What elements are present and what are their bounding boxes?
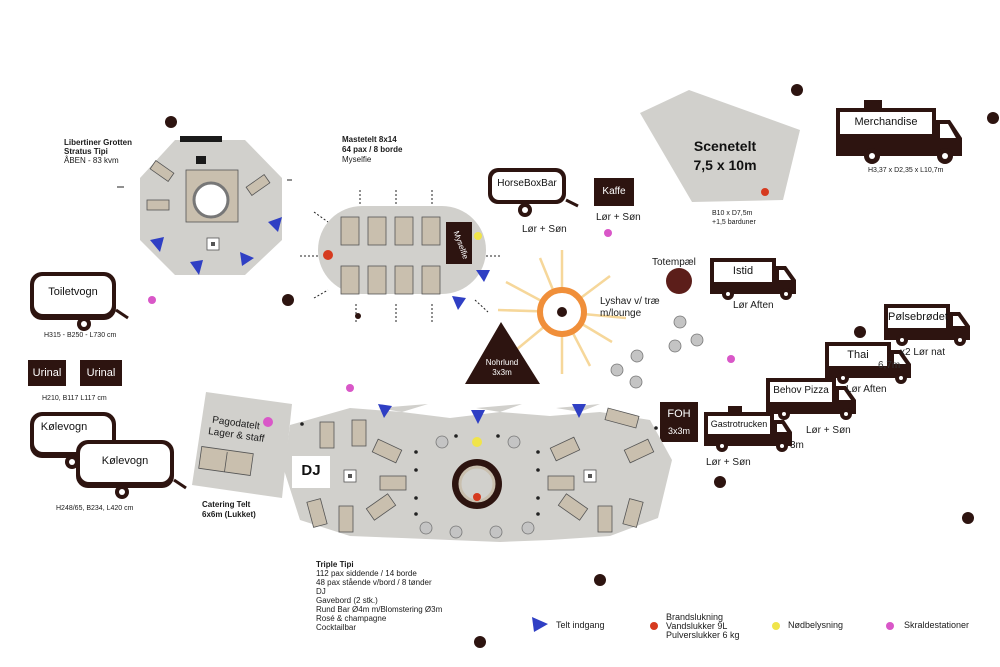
toiletvogn-trailer xyxy=(30,272,129,331)
nohrlund-triangle xyxy=(465,322,540,384)
scenetelt-shape xyxy=(640,90,800,202)
foh-box xyxy=(660,402,698,442)
istid-days: Lør Aften xyxy=(733,300,774,311)
kolevogn-trailer-2 xyxy=(76,440,187,499)
triple-tipi-line: Rund Bar Ø4m m/Blomstering Ø3m xyxy=(316,605,443,614)
thai-days: Lør Aften xyxy=(846,384,887,395)
mastetelt-title: Mastetelt 8x14 xyxy=(342,135,397,144)
nohrlund-label-2: 3x3m xyxy=(492,368,512,377)
legend-extinguisher-label-2: Vandslukker 9L xyxy=(666,621,728,631)
kaffe-label: Kaffe xyxy=(602,186,626,197)
istid-truck xyxy=(710,258,796,300)
urinal-label-1: Urinal xyxy=(32,367,62,379)
gastrotrucken-label: Gastrotrucken xyxy=(710,419,768,429)
triple-tipi-line: Gavebord (2 stk.) xyxy=(316,596,378,605)
scenetelt-size: 7,5 x 10m xyxy=(693,157,757,173)
kolevogn-label-1: Kølevogn xyxy=(40,421,88,433)
toiletvogn-label: Toiletvogn xyxy=(48,286,98,298)
merchandise-label: Merchandise xyxy=(854,116,918,128)
thai-label: Thai xyxy=(847,349,869,361)
horseboxbar-trailer xyxy=(488,168,579,217)
lyshav-label-2: m/lounge xyxy=(600,308,642,319)
legend-entrance-label: Telt indgang xyxy=(556,620,605,630)
libertiner-subtitle: ÅBEN - 83 kvm xyxy=(64,156,119,165)
foh-label-1: FOH xyxy=(667,408,691,420)
thai-dim: 6,7m xyxy=(878,360,901,371)
scenetelt-dim-2: +1,5 barduner xyxy=(712,219,756,226)
kaffe-box xyxy=(594,178,634,206)
urinal-dim: H210, B117 L117 cm xyxy=(42,395,107,402)
scenetelt-title: Scenetelt xyxy=(693,138,757,154)
merchandise-dim: H3,37 x D2,35 x L10,7m xyxy=(868,167,944,174)
polsebrodet-days: x2 Lør nat xyxy=(900,347,946,358)
merchandise-truck xyxy=(836,100,962,164)
legend-extinguisher-label-3: Pulverslukker 6 kg xyxy=(666,630,740,640)
gastrotrucken-dim: 3m xyxy=(790,440,804,451)
totempael-circle xyxy=(666,268,692,294)
nohrlund-label-1: Nohrlund xyxy=(485,358,519,367)
polsebrodet-label: Pølsebrødet xyxy=(888,311,948,323)
thai-truck xyxy=(825,342,911,384)
legend-waste-label: Skraldestationer xyxy=(904,620,970,630)
toiletvogn-dim: H315 - B250 - L730 cm xyxy=(44,332,117,339)
lyshav-label-1: Lyshav v/ træ xyxy=(600,296,660,307)
legend-extinguisher-icon xyxy=(650,622,658,630)
totempael-label: Totempæl xyxy=(652,257,696,268)
urinal-box-2 xyxy=(80,360,122,386)
triple-tipi-line: Cocktailbar xyxy=(316,623,357,632)
mastetelt-subtitle-1: 64 pax / 8 borde xyxy=(342,145,403,154)
horsebox-label: HorseBoxBar xyxy=(497,178,557,189)
libertiner-title-2: Stratus Tipi xyxy=(64,147,108,156)
gastrotrucken-truck xyxy=(704,406,792,452)
legend-emergency-light-icon xyxy=(772,622,780,630)
triple-tipi-line: 112 pax siddende / 14 borde xyxy=(316,569,417,578)
triple-tipi-description: Triple Tipi 112 pax siddende / 14 borde … xyxy=(316,560,442,632)
triple-tipi-line: Rosé & champagne xyxy=(316,614,387,623)
foh-label-2: 3x3m xyxy=(667,426,690,436)
mastetelt xyxy=(300,190,500,322)
urinal-box-1 xyxy=(28,360,66,386)
behov-pizza-label: Behov Pizza xyxy=(773,385,829,396)
kolevogn-dim: H248/65, B234, L420 cm xyxy=(56,505,134,512)
kolevogn-label-2: Kølevogn xyxy=(101,455,149,467)
triple-tipi xyxy=(284,404,672,542)
legend-entrance-icon xyxy=(532,617,548,632)
istid-label: Istid xyxy=(732,265,754,277)
behov-pizza-truck xyxy=(766,378,856,420)
dj-label: DJ xyxy=(301,462,321,479)
mastetelt-subtitle-2: Myselfie xyxy=(342,155,372,164)
scenetelt-dim-1: B10 x D7,5m xyxy=(712,210,753,217)
catering-label-1: Catering Telt xyxy=(202,500,251,509)
legend-emergency-light-label: Nødbelysning xyxy=(788,620,844,630)
catering-label-2: 6x6m (Lukket) xyxy=(202,510,256,519)
libertiner-tipi xyxy=(140,136,282,275)
urinal-label-2: Urinal xyxy=(86,367,116,379)
kaffe-days: Lør + Søn xyxy=(596,212,641,223)
triple-tipi-line: DJ xyxy=(316,587,326,596)
legend-extinguisher-label-1: Brandslukning xyxy=(666,612,724,622)
pagodatelt xyxy=(192,392,292,498)
behov-pizza-days: Lør + Søn xyxy=(806,425,851,436)
polsebrodet-truck xyxy=(884,304,970,346)
gastrotrucken-days: Lør + Søn xyxy=(706,457,751,468)
triple-tipi-line: 48 pax stående v/bord / 8 tønder xyxy=(316,578,432,587)
horsebox-days: Lør + Søn xyxy=(522,224,567,235)
legend-waste-icon xyxy=(886,622,894,630)
libertiner-title-1: Libertiner Grotten xyxy=(64,138,133,147)
triple-tipi-title: Triple Tipi xyxy=(316,560,354,569)
